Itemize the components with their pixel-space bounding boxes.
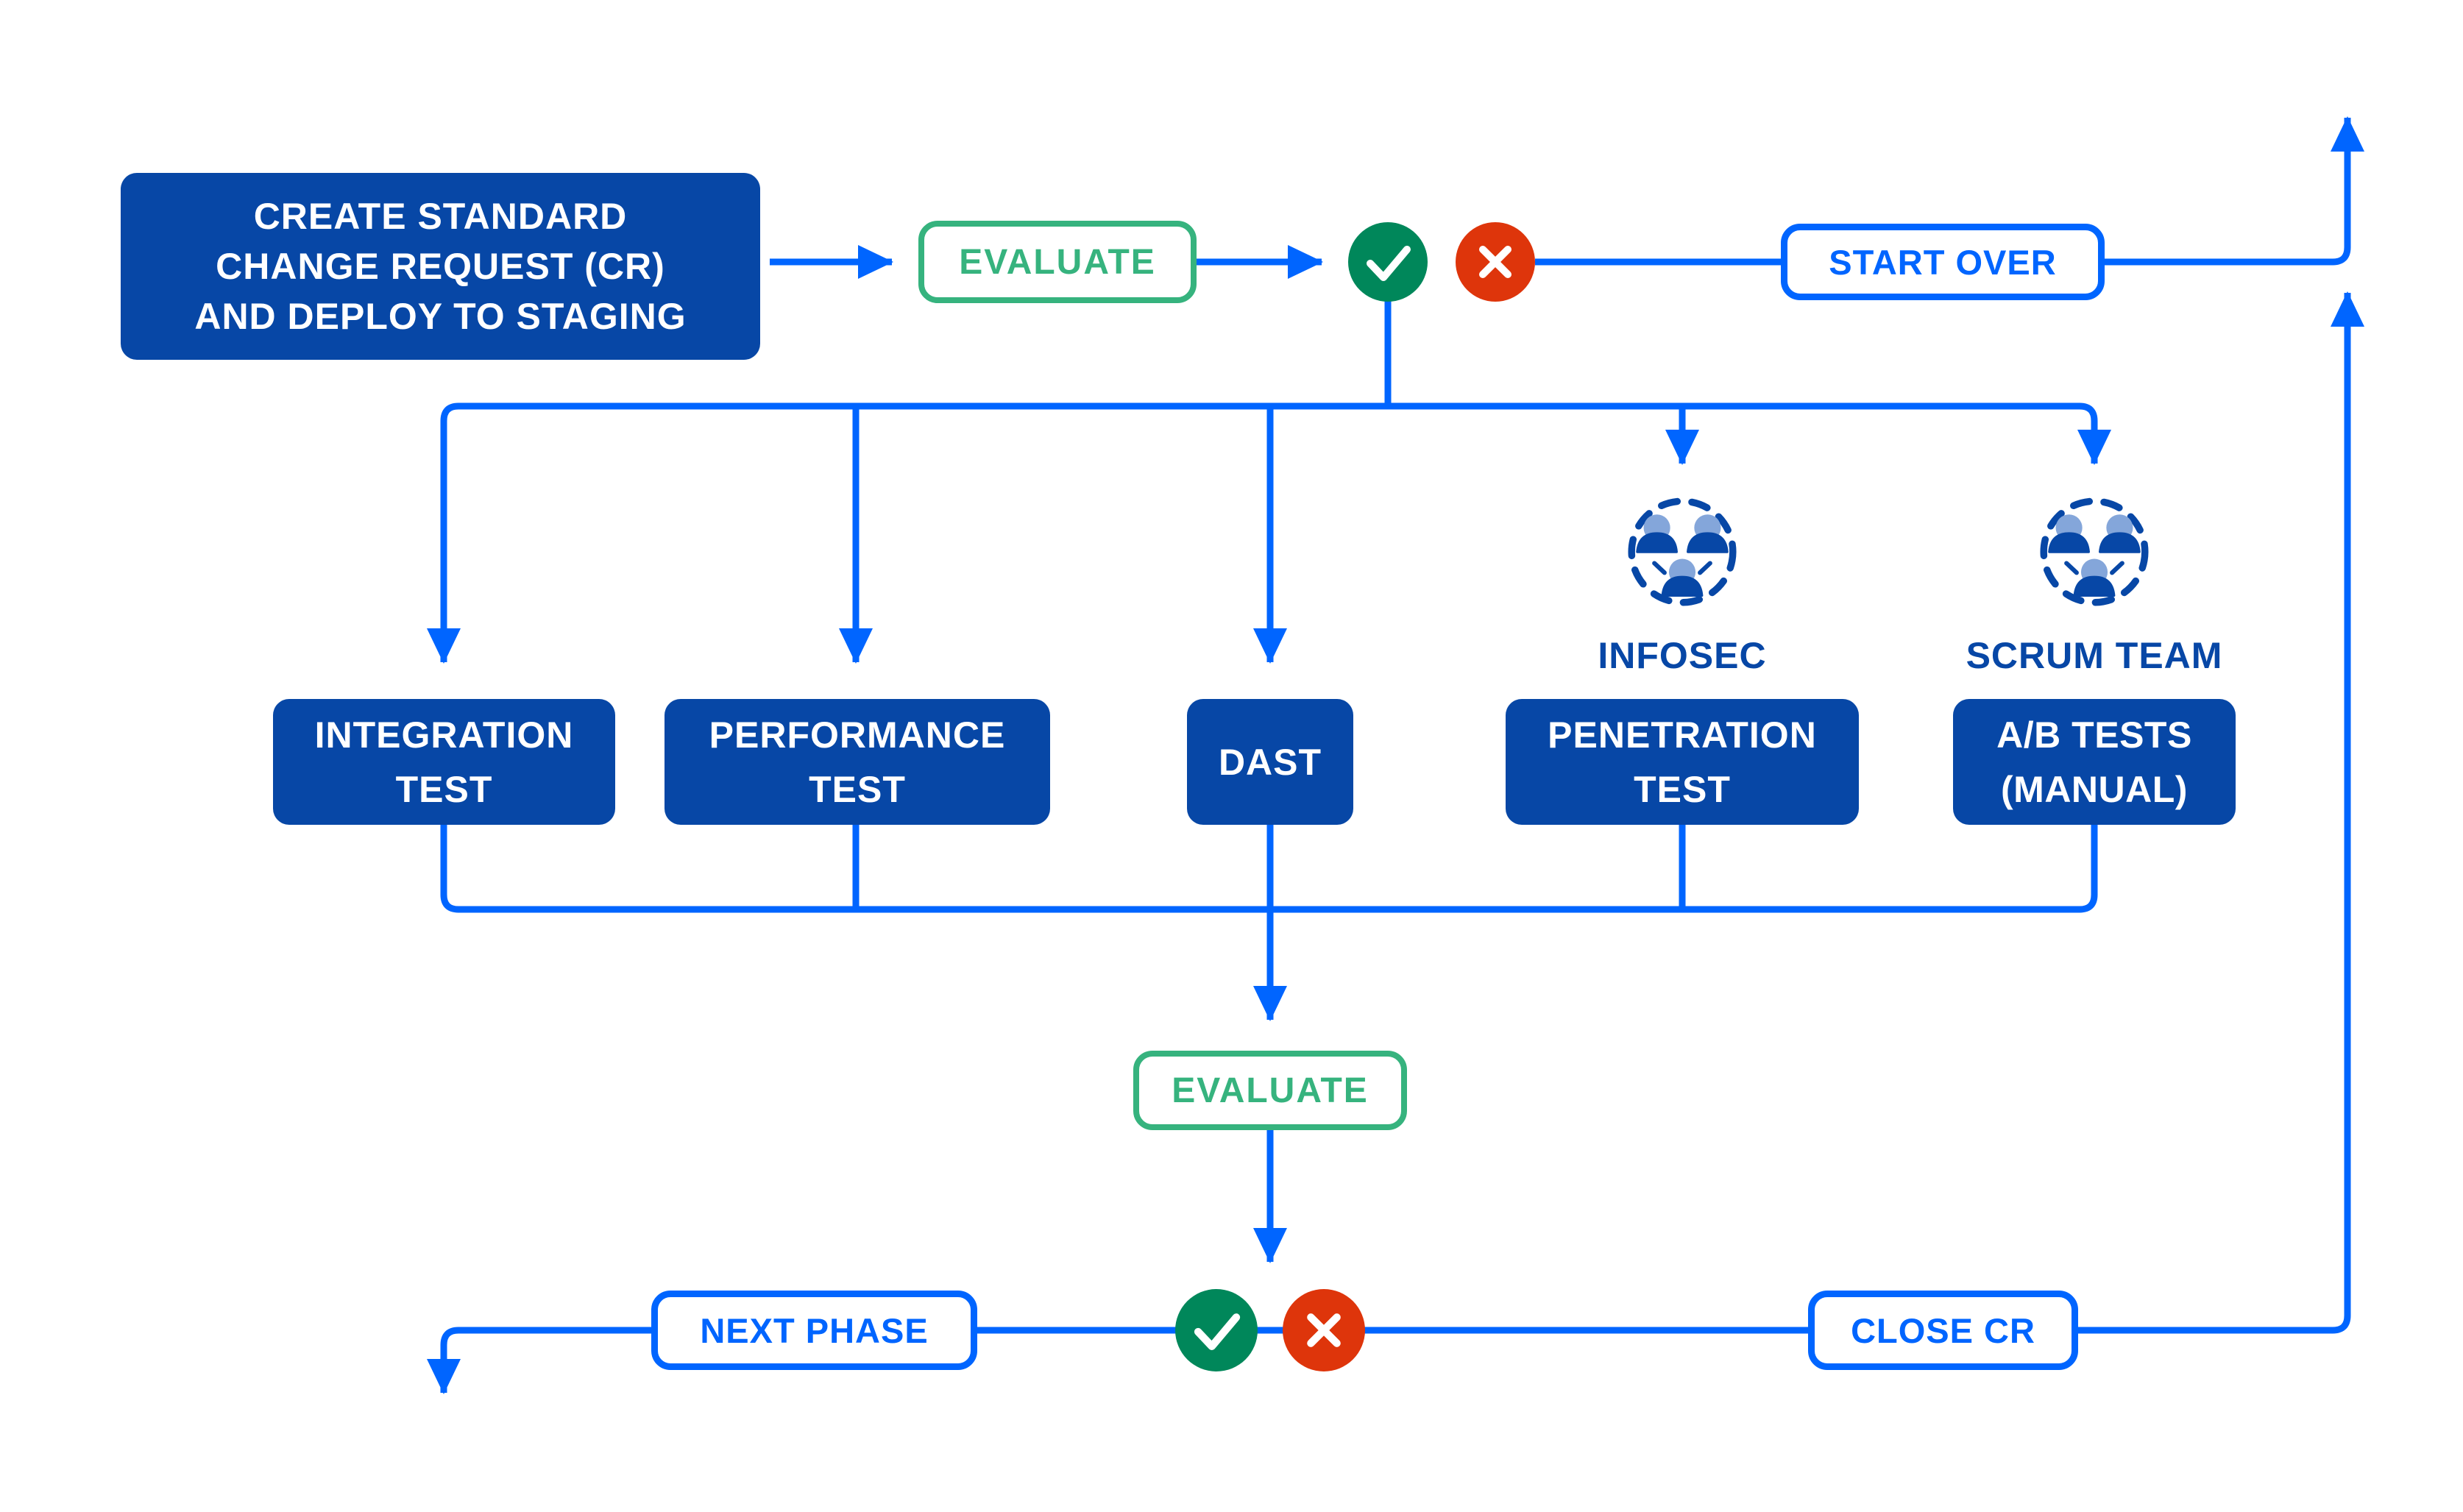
integration-test-node: INTEGRATION TEST xyxy=(273,699,615,825)
start-over-node: START OVER xyxy=(1781,224,2105,300)
check-icon xyxy=(1348,222,1428,302)
evaluate-top-node: EVALUATE xyxy=(918,221,1197,303)
create-change-request-node: CREATE STANDARD CHANGE REQUEST (CR) AND … xyxy=(121,173,760,360)
penetration-test-node: PENETRATION TEST xyxy=(1506,699,1859,825)
connector-closecr-to-top xyxy=(2078,291,2364,1334)
evaluate-bottom-node: EVALUATE xyxy=(1133,1051,1407,1130)
scrum-team-label: SCRUM TEAM xyxy=(1966,635,2223,676)
infosec-team-label: INFOSEC xyxy=(1598,635,1767,676)
connector-startover-to-top xyxy=(2103,116,2364,266)
scrum-team-people-icon xyxy=(2031,489,2158,615)
x-icon xyxy=(1283,1289,1365,1371)
check-icon xyxy=(1175,1289,1258,1371)
infosec-team-people-icon xyxy=(1619,489,1746,615)
ab-tests-node: A/B TESTS (MANUAL) xyxy=(1953,699,2236,825)
close-cr-node: CLOSE CR xyxy=(1808,1291,2078,1370)
dast-node: DAST xyxy=(1187,699,1353,825)
next-phase-node: NEXT PHASE xyxy=(651,1291,977,1370)
x-icon xyxy=(1456,222,1535,302)
bottom-rail-nextphase xyxy=(427,1327,2333,1394)
performance-test-node: PERFORMANCE TEST xyxy=(665,699,1050,825)
